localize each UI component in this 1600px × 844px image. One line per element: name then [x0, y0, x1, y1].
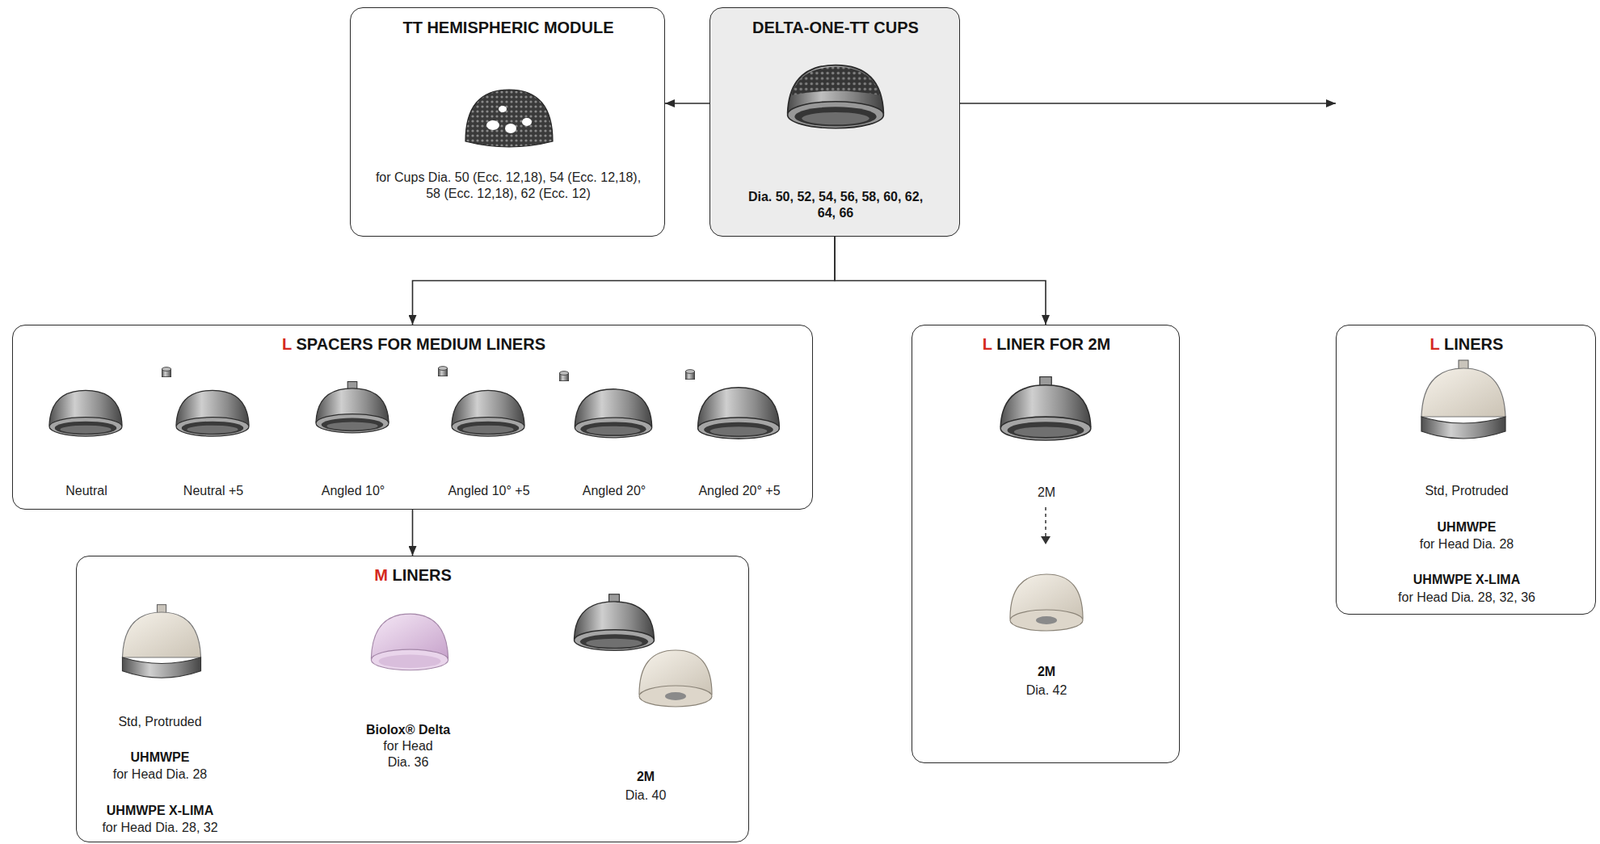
box-title: L LINERS: [1345, 334, 1588, 354]
box-title: TT HEMISPHERIC MODULE: [358, 17, 658, 38]
caption: Angled 10° +5: [428, 483, 550, 500]
caption: Std, Protruded: [83, 714, 237, 731]
material-name: UHMWPE: [1361, 519, 1572, 536]
caption: Neutral: [25, 483, 148, 500]
material-name: UHMWPE X-LIMA: [1361, 572, 1572, 589]
caption: 2M: [997, 484, 1095, 502]
2m-insert-image: [639, 650, 712, 708]
material-name: UHMWPE: [83, 749, 237, 767]
component-box: M LINERSStd, ProtrudedUHMWPEfor Head Dia…: [75, 555, 750, 843]
caption: for Head Dia. 28: [83, 766, 237, 784]
caption: Angled 20°: [553, 483, 675, 500]
material-name: 2M: [597, 769, 695, 786]
caption: Std, Protruded: [1361, 483, 1572, 500]
screw-image: [559, 371, 569, 382]
caption: for Head Dia. 36: [370, 738, 446, 771]
2m-cup-image: [1000, 377, 1091, 442]
spacer-image: [698, 387, 780, 439]
connector-arrow: [412, 236, 836, 325]
screw-image: [161, 367, 171, 378]
connector-arrow: [960, 102, 1336, 105]
2m-cup-image: [574, 594, 655, 652]
connector-arrow: [834, 236, 1046, 325]
spacer-image: [49, 390, 123, 437]
component-box: DELTA-ONE-TT CUPS Dia. 50, 52, 54, 56, 58…: [709, 7, 960, 237]
screw-image: [437, 366, 447, 377]
caption: Angled 10°: [292, 483, 414, 500]
caption: Dia. 42: [997, 682, 1095, 699]
caption: Angled 20° +5: [678, 483, 800, 500]
spacer-image: [176, 390, 249, 437]
dashed-arrow-head: [1040, 536, 1051, 545]
body-text: for Cups Dia. 50 (Ecc. 12,18), 54 (Ecc. …: [374, 169, 642, 203]
spacer-image: [451, 390, 525, 437]
liner-image: [1421, 360, 1506, 439]
screw-image: [685, 370, 695, 380]
size-list: Dia. 50, 52, 54, 56, 58, 60, 62, 64, 66: [741, 189, 931, 222]
component-box: L LINERSStd, ProtrudedUHMWPEfor Head Dia…: [1335, 324, 1596, 615]
connector-arrow: [665, 102, 710, 105]
spacer-image: [315, 382, 389, 434]
material-name: UHMWPE X-LIMA: [83, 803, 237, 820]
caption: for Head Dia. 28: [1361, 536, 1572, 553]
component-box: L SPACERS FOR MEDIUM LINERS NeutralNeutra…: [12, 324, 813, 510]
component-box: L LINER FOR 2M2M2MDia. 42: [911, 324, 1180, 764]
connector-arrow: [412, 509, 414, 556]
caption: for Head Dia. 28, 32: [83, 820, 237, 837]
module-image: [465, 89, 553, 148]
box-title: L SPACERS FOR MEDIUM LINERS: [163, 334, 665, 354]
caption: Dia. 40: [597, 787, 695, 805]
box-title: DELTA-ONE-TT CUPS: [714, 17, 957, 38]
2m-insert-image: [1010, 574, 1083, 632]
component-box: TT HEMISPHERIC MODULE for Cups Dia. 50 (E…: [349, 7, 666, 237]
material-name: Biolox® Delta: [339, 722, 477, 739]
box-title: L LINER FOR 2M: [925, 334, 1168, 354]
caption: Neutral +5: [152, 483, 274, 500]
dashed-arrow: [1044, 507, 1047, 537]
liner-image: [122, 605, 201, 679]
caption: for Head Dia. 28, 32, 36: [1349, 589, 1584, 607]
ceramic-liner-image: [370, 614, 448, 671]
spacer-image: [574, 389, 652, 438]
box-title: M LINERS: [283, 565, 543, 586]
material-name: 2M: [997, 664, 1095, 681]
